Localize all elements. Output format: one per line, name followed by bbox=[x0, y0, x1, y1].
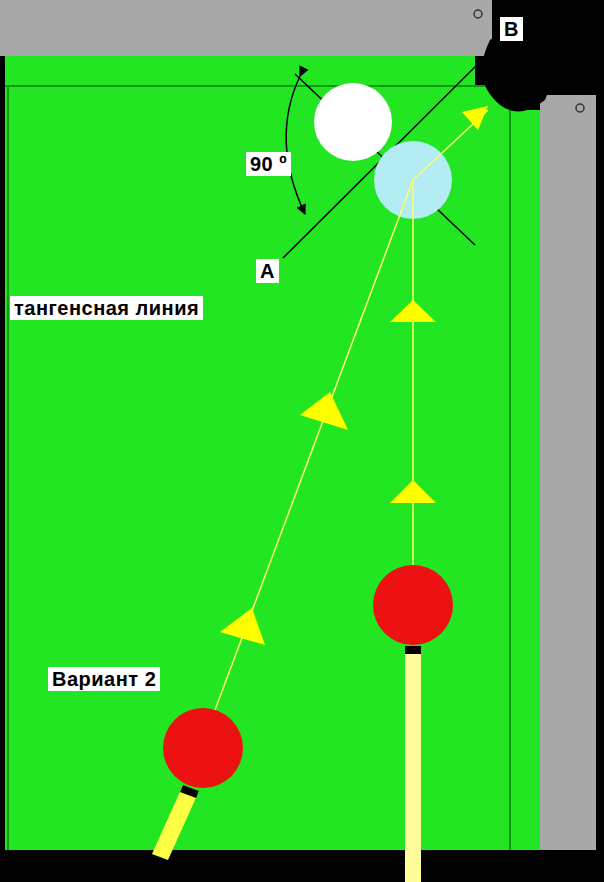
point-label: A bbox=[256, 259, 279, 283]
cue-path bbox=[412, 180, 414, 565]
cue-stick bbox=[405, 648, 421, 882]
top-rail bbox=[0, 0, 492, 56]
cue-ball bbox=[373, 565, 453, 645]
top-cushion bbox=[5, 56, 475, 86]
tangent-line bbox=[283, 48, 494, 258]
table-cloth bbox=[5, 86, 510, 850]
point-label: B bbox=[500, 17, 523, 41]
angle-label: 90 º bbox=[246, 152, 291, 176]
ghost-ball bbox=[314, 83, 392, 161]
line-label: тангенсная линия bbox=[10, 296, 203, 320]
impact-line bbox=[295, 74, 475, 245]
cue-stick-2 bbox=[152, 785, 199, 860]
angle-arc bbox=[286, 76, 305, 214]
cue-ball-2 bbox=[163, 708, 243, 788]
right-cushion bbox=[510, 110, 540, 850]
variant-label: Вариант 2 bbox=[48, 667, 160, 691]
right-rail bbox=[540, 95, 596, 850]
direction-arrows bbox=[220, 106, 488, 645]
